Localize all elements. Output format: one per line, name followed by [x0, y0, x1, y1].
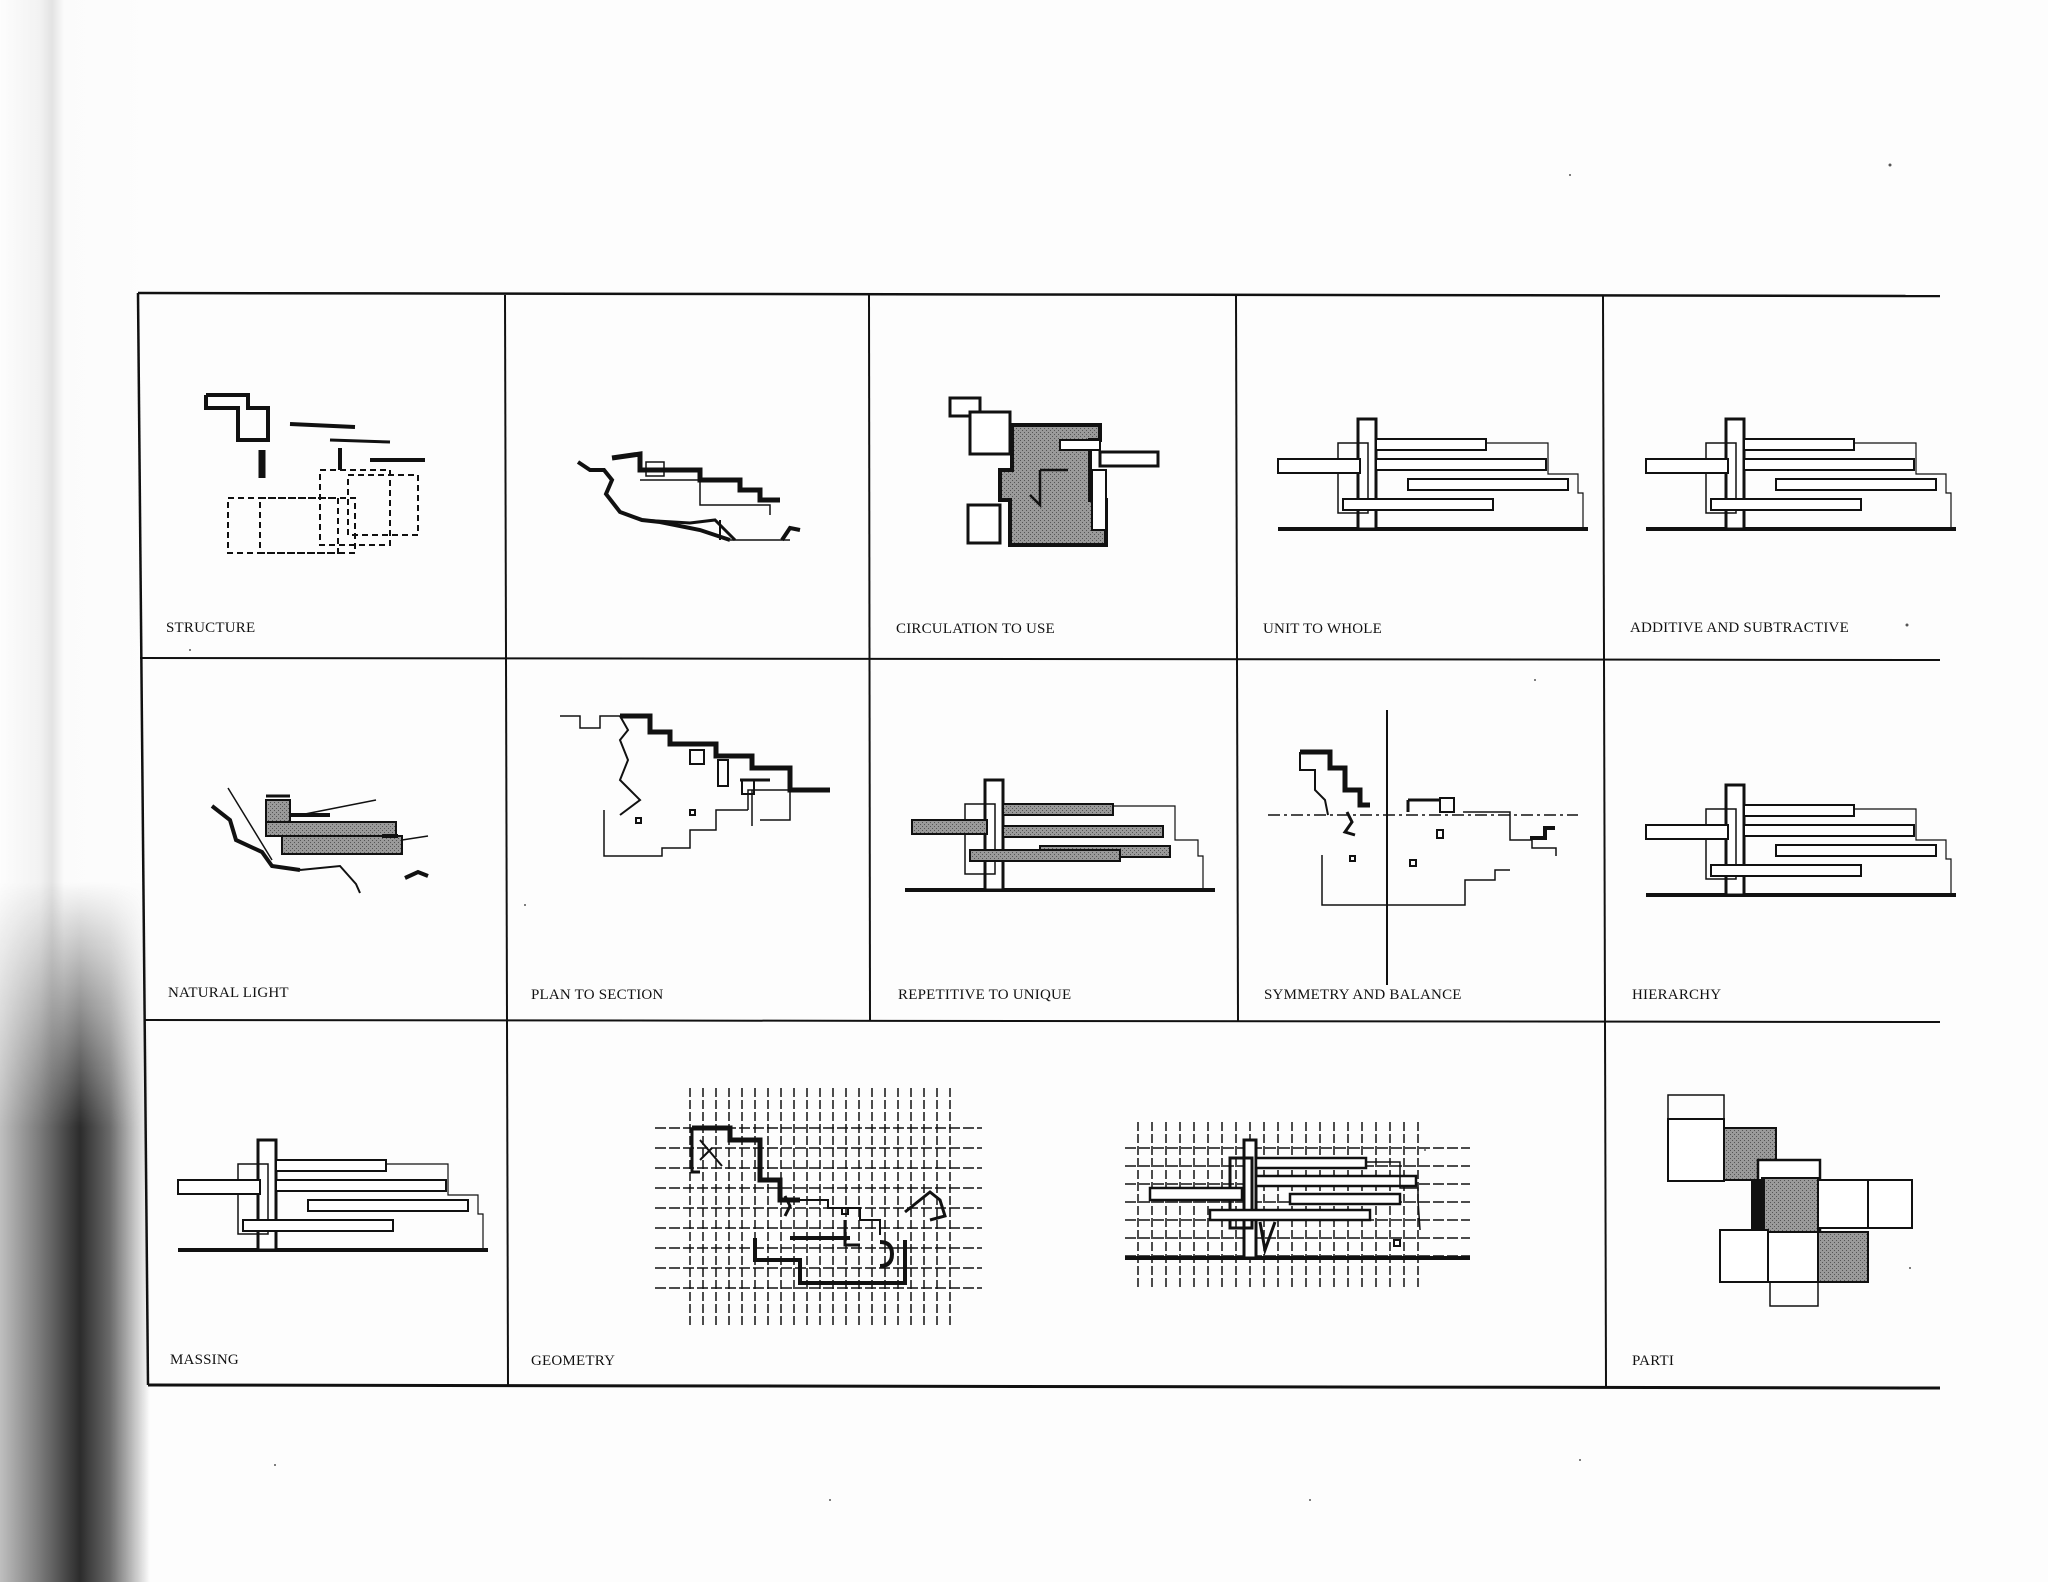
additive-and-subtractive-diagram: [1644, 417, 1958, 531]
scan-specks: [189, 163, 1911, 1501]
hierarchy-diagram: [1644, 783, 1958, 897]
plan-to-section-diagram: [576, 451, 801, 542]
panel-grid: [136, 291, 1941, 1390]
label-geometry: GEOMETRY: [531, 1353, 616, 1369]
label-massing: MASSING: [170, 1352, 239, 1368]
label-structure: STRUCTURE: [166, 620, 256, 636]
structure-diagram: [204, 393, 425, 554]
geometry-plan-grid: [655, 1088, 982, 1328]
scan-edge-dark: [0, 882, 150, 1582]
plan-to-section-plan: [560, 713, 830, 857]
label-plan-to-section: PLAN TO SECTION: [531, 987, 664, 1003]
label-additive-and-subtractive: ADDITIVE AND SUBTRACTIVE: [1630, 620, 1849, 636]
label-hierarchy: HIERARCHY: [1632, 987, 1722, 1003]
label-circulation-to-use: CIRCULATION TO USE: [896, 621, 1055, 637]
label-unit-to-whole: UNIT TO WHOLE: [1263, 621, 1382, 637]
parti-diagram: [1667, 1094, 1913, 1307]
unit-to-whole-diagram: [1276, 417, 1590, 531]
massing-diagram: [176, 1138, 490, 1252]
repetitive-to-unique-diagram: [905, 778, 1215, 892]
label-repetitive-to-unique: REPETITIVE TO UNIQUE: [898, 987, 1072, 1003]
symmetry-and-balance-diagram: [1268, 710, 1578, 985]
geometry-section-grid: [1125, 1122, 1470, 1290]
label-parti: PARTI: [1632, 1353, 1675, 1369]
label-natural-light: NATURAL LIGHT: [168, 985, 289, 1001]
label-symmetry-and-balance: SYMMETRY AND BALANCE: [1264, 987, 1462, 1003]
circulation-to-use-diagram: [948, 396, 1160, 547]
natural-light-diagram: [210, 787, 429, 894]
